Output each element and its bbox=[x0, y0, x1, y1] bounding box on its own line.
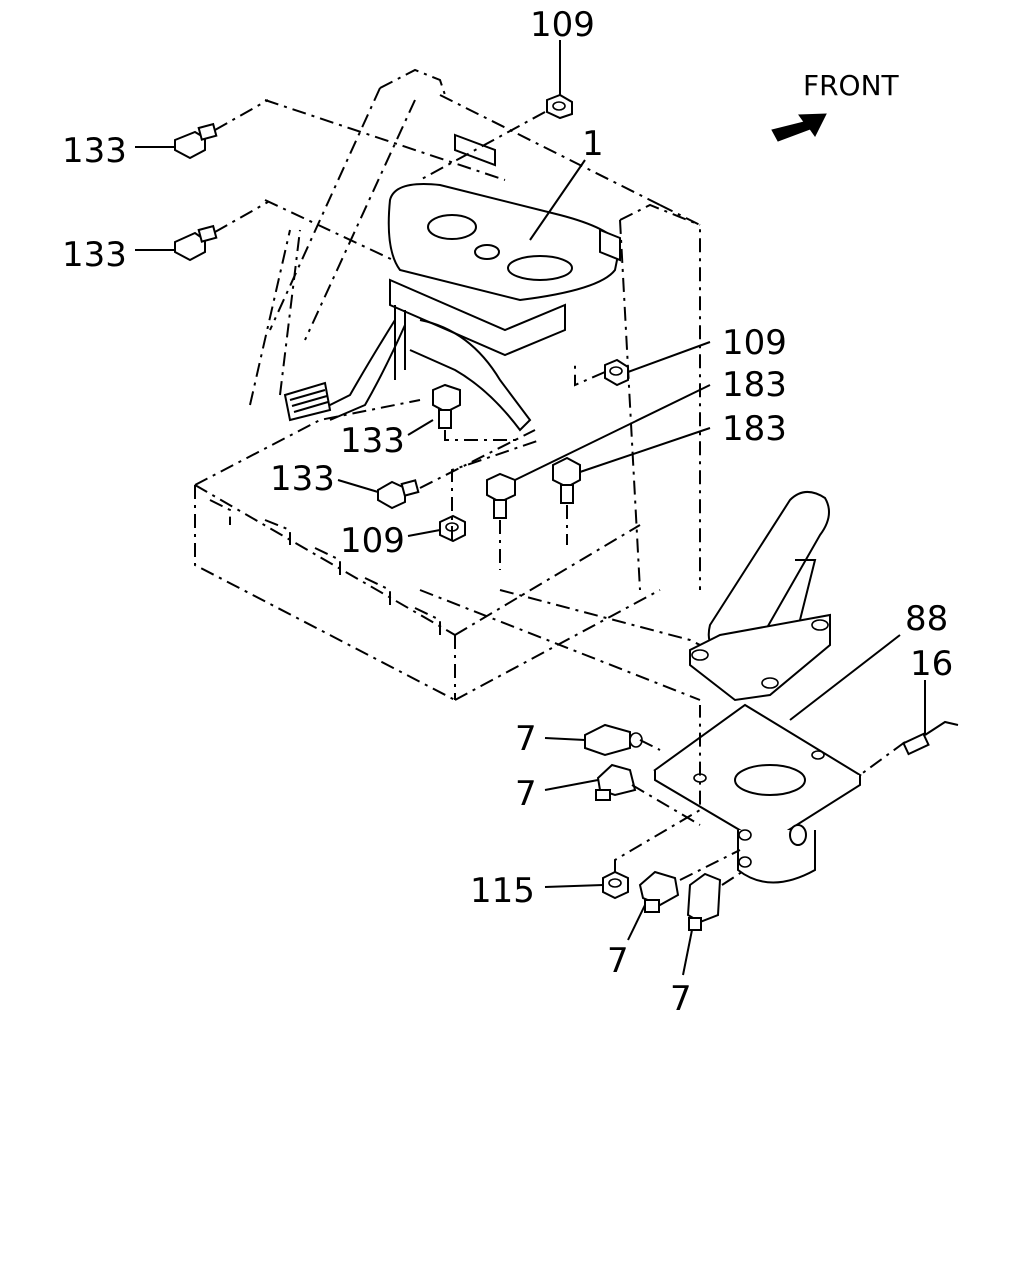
nut-109-top bbox=[546, 93, 573, 120]
nut-115 bbox=[602, 870, 629, 900]
pedal-bracket bbox=[387, 133, 622, 432]
callout-109-low: 109 bbox=[340, 521, 405, 561]
bolt-183-a bbox=[486, 472, 516, 519]
bolt-133-d bbox=[377, 479, 420, 510]
front-label: FRONT bbox=[803, 69, 900, 102]
frame-outline bbox=[194, 68, 721, 701]
callout-133-c: 133 bbox=[340, 421, 405, 461]
callout-1: 1 bbox=[582, 124, 604, 164]
fitting-7-b bbox=[595, 763, 637, 801]
callout-133-b: 133 bbox=[62, 235, 127, 275]
brake-pedal bbox=[283, 319, 406, 422]
brake-valve bbox=[653, 703, 862, 884]
callouts: 109 1 133 133 109 183 183 133 133 109 88… bbox=[62, 5, 953, 1019]
switch-16 bbox=[902, 720, 959, 756]
bolt-133-b bbox=[174, 224, 218, 262]
fitting-7-d bbox=[686, 872, 722, 931]
callout-109-mid: 109 bbox=[722, 323, 787, 363]
bolt-183-b bbox=[552, 456, 581, 504]
front-arrow-icon bbox=[771, 113, 827, 142]
bolt-133-a bbox=[174, 122, 218, 160]
front-indicator: FRONT bbox=[771, 69, 900, 142]
callout-7-b: 7 bbox=[515, 774, 537, 814]
callout-183-b: 183 bbox=[722, 409, 787, 449]
callout-133-d: 133 bbox=[270, 459, 335, 499]
nut-109-mid bbox=[604, 358, 629, 387]
callout-7-d: 7 bbox=[670, 979, 692, 1019]
callout-7-c: 7 bbox=[607, 941, 629, 981]
callout-115: 115 bbox=[470, 871, 535, 911]
accelerator-pedal bbox=[689, 491, 831, 702]
callout-88: 88 bbox=[905, 599, 948, 639]
fitting-7-a bbox=[584, 723, 643, 757]
bolt-133-c bbox=[432, 383, 461, 429]
callout-133-a: 133 bbox=[62, 131, 127, 171]
fasteners bbox=[174, 93, 959, 931]
fitting-7-c bbox=[638, 870, 680, 913]
leader-lines bbox=[135, 40, 926, 976]
callout-7-a: 7 bbox=[515, 719, 537, 759]
callout-183-a: 183 bbox=[722, 365, 787, 405]
callout-109-top: 109 bbox=[530, 5, 595, 45]
assembly-lines bbox=[214, 99, 906, 886]
callout-16: 16 bbox=[910, 644, 953, 684]
